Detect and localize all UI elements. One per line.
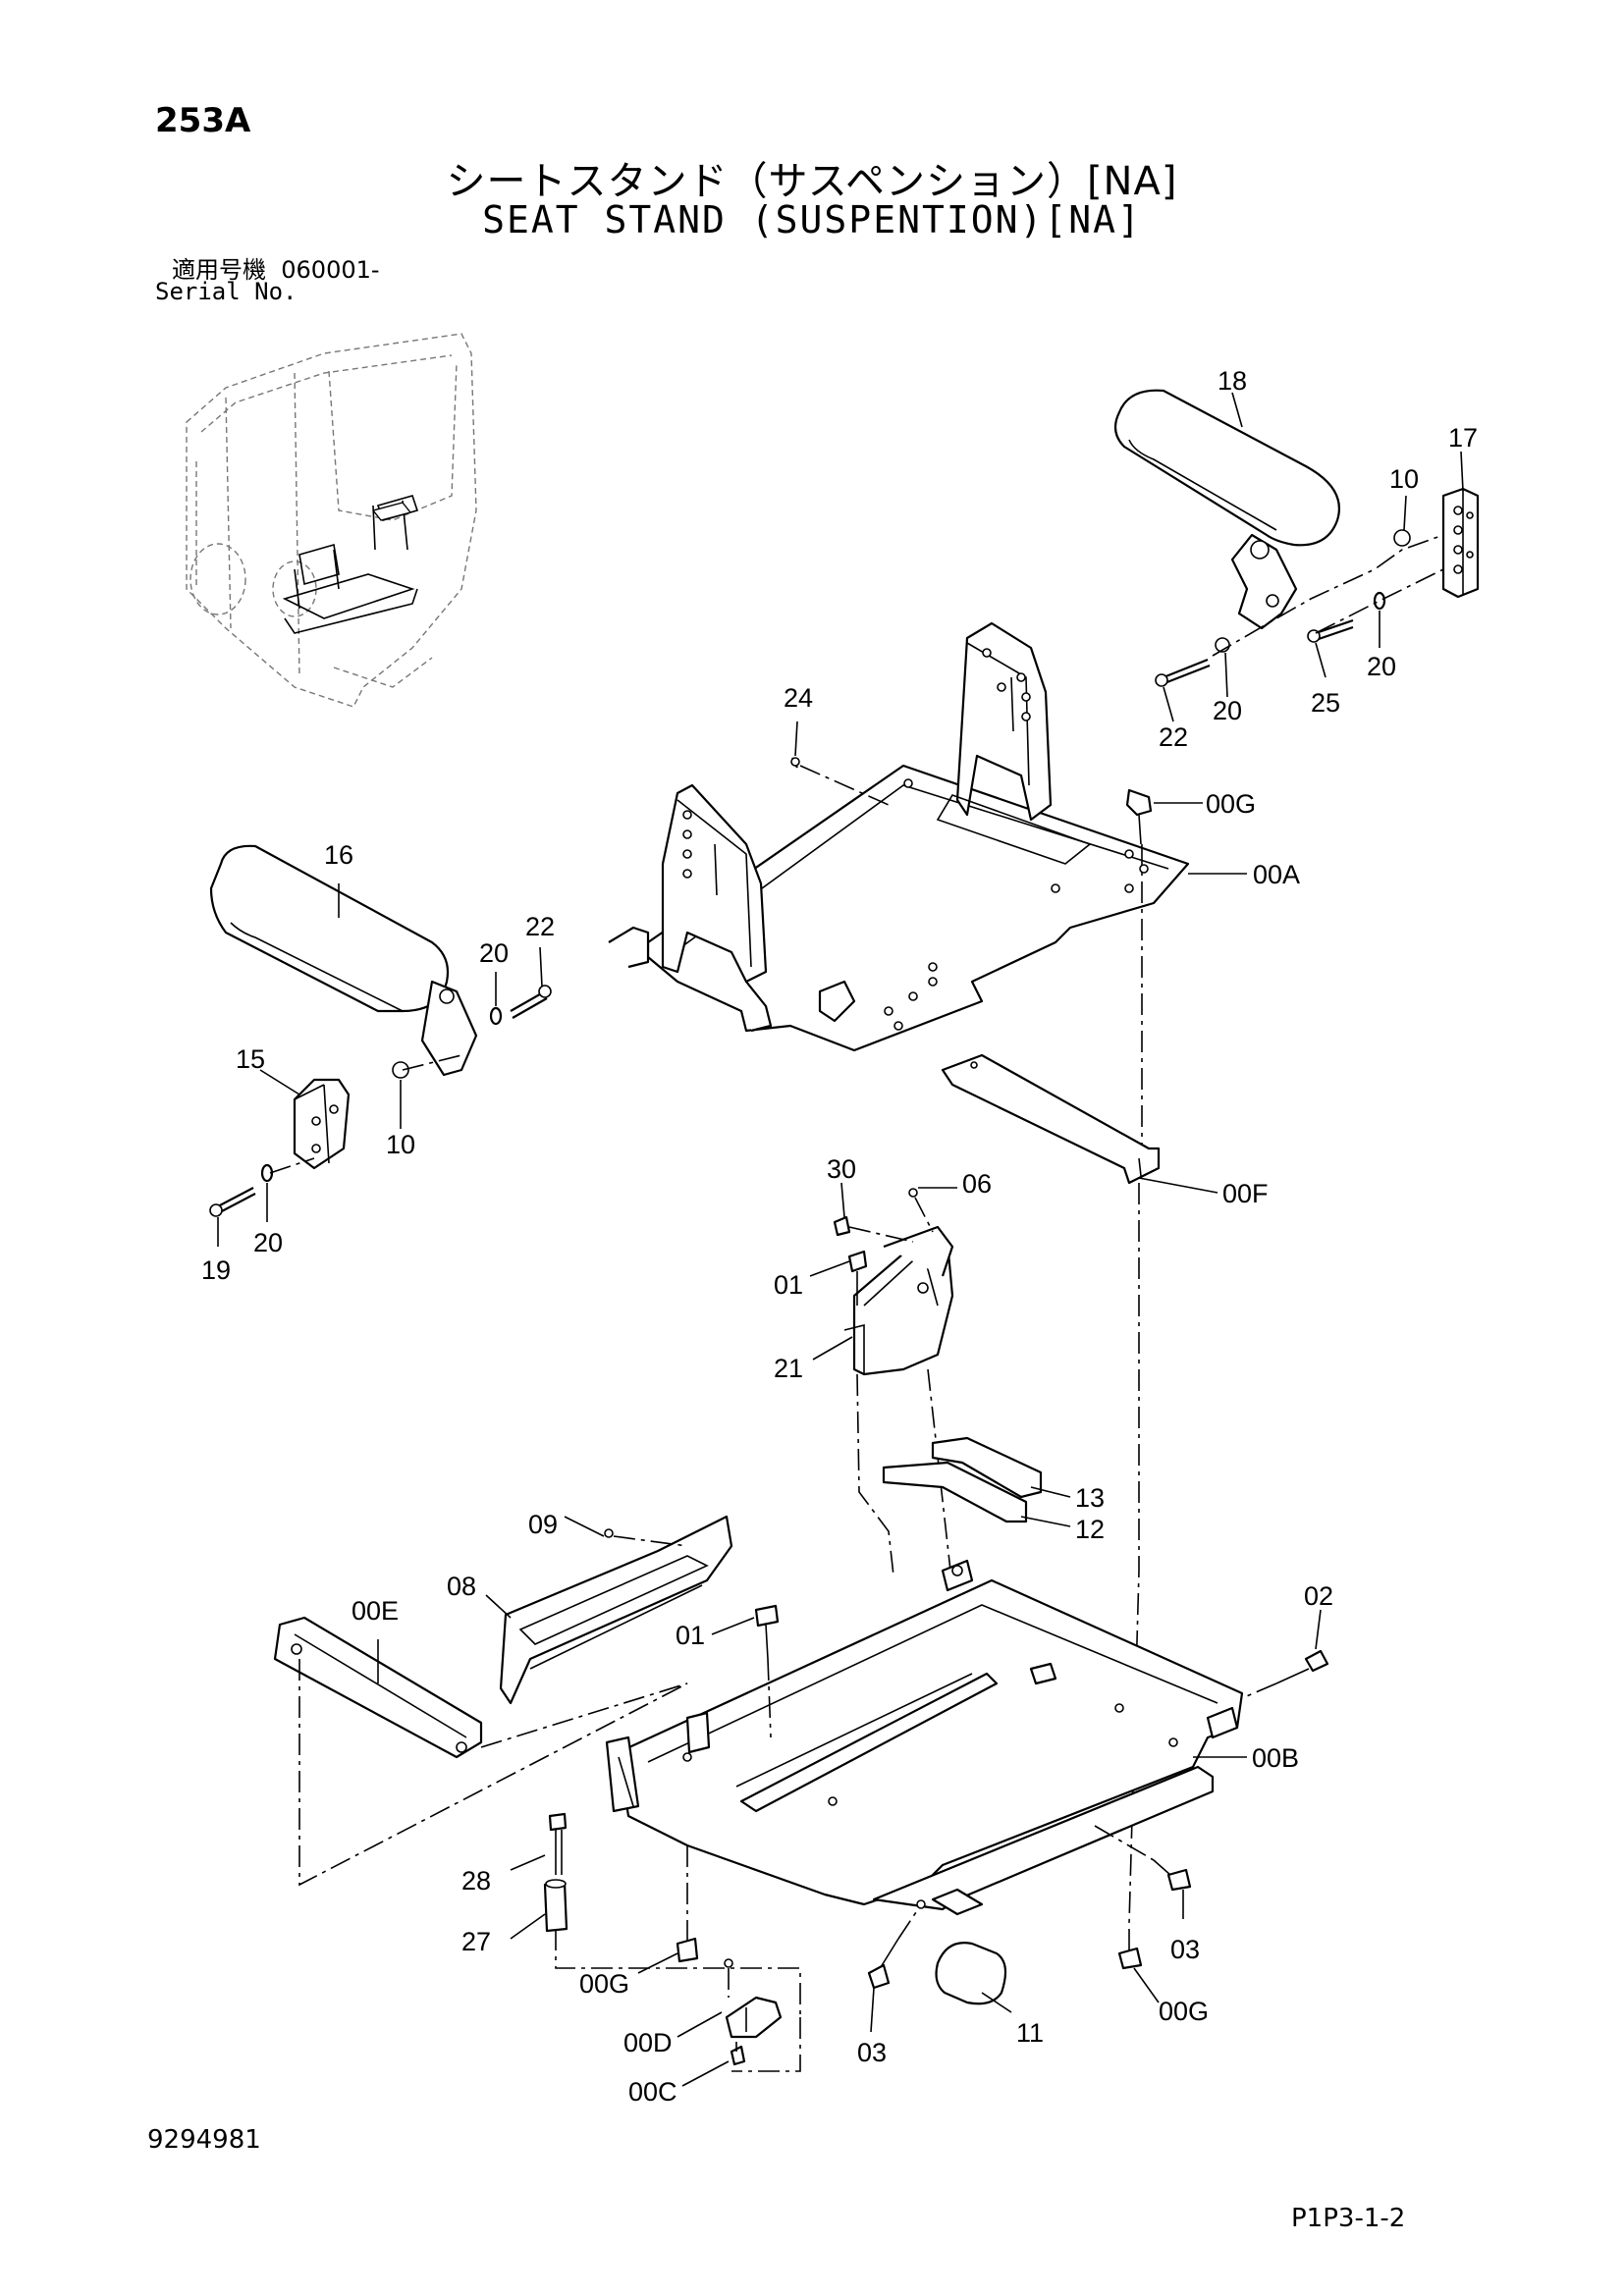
- callout-20: 20: [479, 938, 509, 968]
- callout-10: 10: [386, 1130, 415, 1159]
- callout-00E: 00E: [352, 1596, 399, 1626]
- callout-00G: 00G: [1159, 1997, 1209, 2026]
- callout-09: 09: [528, 1510, 558, 1539]
- channel-00F: [941, 1053, 1161, 1185]
- armrest-bracket-15: [293, 1078, 351, 1170]
- callout-01: 01: [774, 1270, 803, 1300]
- callout-00F: 00F: [1222, 1179, 1269, 1208]
- callout-13: 13: [1075, 1483, 1105, 1513]
- callout-20: 20: [253, 1228, 283, 1257]
- leader-lines: [217, 392, 1464, 2087]
- page-reference: P1P3-1-2: [1291, 2204, 1406, 2233]
- left-armrest-16: [209, 844, 478, 1077]
- callout-30: 30: [827, 1154, 856, 1184]
- callout-11: 11: [1016, 2018, 1044, 2048]
- callout-00C: 00C: [628, 2077, 677, 2107]
- title-japanese: シートスタンド（サスペンション）[NA]: [446, 159, 1178, 204]
- callout-22: 22: [525, 912, 555, 941]
- serial-label-english: Serial No.: [155, 278, 298, 305]
- page-code: 253A: [155, 101, 251, 140]
- callout-16: 16: [324, 840, 353, 870]
- callout-27: 27: [461, 1927, 491, 1956]
- title-english: SEAT STAND (SUSPENTION)[NA]: [482, 198, 1142, 241]
- callout-02: 02: [1304, 1581, 1333, 1611]
- cab-location-thumbnail: [186, 333, 477, 708]
- serial-label-japanese: 適用号機: [172, 256, 266, 284]
- serial-value: 060001-: [281, 256, 380, 284]
- channel-08: [499, 1515, 733, 1705]
- callout-01: 01: [676, 1621, 705, 1650]
- bracket-00E: [273, 1616, 483, 1759]
- callout-22: 22: [1159, 722, 1188, 752]
- base-frame-00B: [605, 1559, 1244, 1916]
- callout-20: 20: [1213, 696, 1242, 725]
- callout-00G: 00G: [1206, 789, 1256, 819]
- bracket-12: [882, 1461, 1028, 1523]
- callout-03: 03: [857, 2038, 887, 2067]
- callout-labels: 18 17 10 20 25 20 22 24 00G 00A 16 22 20…: [201, 366, 1478, 2107]
- callout-28: 28: [461, 1866, 491, 1896]
- callout-18: 18: [1218, 366, 1247, 396]
- callout-15: 15: [236, 1044, 265, 1074]
- bracket-13: [931, 1436, 1043, 1499]
- callout-25: 25: [1311, 688, 1340, 718]
- drawing-number: 9294981: [147, 2125, 261, 2155]
- callout-00A: 00A: [1253, 860, 1300, 889]
- callout-20: 20: [1367, 652, 1396, 681]
- callout-21: 21: [774, 1354, 803, 1383]
- right-armrest-18: [1113, 389, 1340, 630]
- callout-03: 03: [1170, 1935, 1200, 1964]
- callout-12: 12: [1075, 1515, 1105, 1544]
- callout-24: 24: [784, 683, 813, 713]
- callout-17: 17: [1448, 423, 1478, 453]
- callout-06: 06: [962, 1169, 992, 1199]
- callout-10: 10: [1389, 464, 1419, 494]
- armrest-bracket-17: [1441, 487, 1480, 599]
- upper-seat-frame-00A: [608, 621, 1190, 1052]
- callout-00D: 00D: [623, 2028, 673, 2057]
- callout-00G: 00G: [579, 1969, 629, 1999]
- bracket-21: [843, 1225, 954, 1376]
- serial-applicability: 適用号機 060001-: [172, 250, 380, 285]
- callout-19: 19: [201, 1255, 231, 1285]
- callout-08: 08: [447, 1572, 476, 1601]
- callout-00B: 00B: [1252, 1743, 1299, 1773]
